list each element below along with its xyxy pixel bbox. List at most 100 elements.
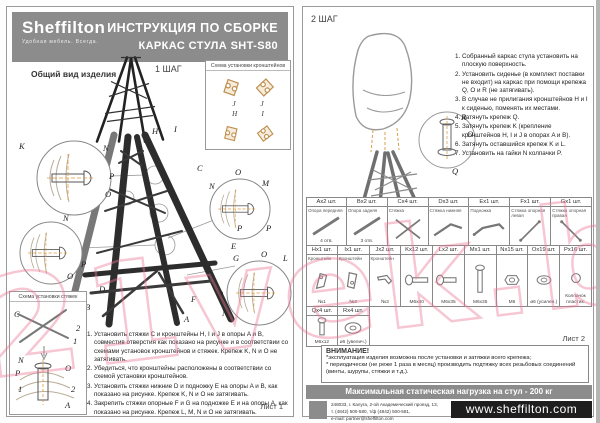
part-code: Rx4 шт. <box>337 307 369 316</box>
part-note <box>510 244 550 245</box>
bracket-label: J <box>232 100 236 108</box>
part-code: Dx3 шт. <box>428 198 469 207</box>
washer-large-icon <box>338 316 369 340</box>
bracket-icons-bottom <box>206 119 290 145</box>
address-line: т. (4842) 500-580, т/ф (4842) 500-581, <box>331 409 411 415</box>
diagram-label: D <box>99 284 106 294</box>
diagram-label: N <box>103 143 109 153</box>
diagram-label: M <box>262 178 270 188</box>
part-note: M6 <box>508 299 516 305</box>
website-bar: www.sheffilton.com <box>451 401 592 418</box>
instruction-sheet-1: Sheffilton Удобная мебель. Всегда. ИНСТР… <box>6 6 294 417</box>
part-note <box>429 244 469 245</box>
part-name: Кронштейн <box>308 256 332 261</box>
part-code: Lx2 шт. <box>433 246 464 255</box>
diagram-label: P <box>218 289 224 299</box>
bracket-label: I <box>261 110 264 118</box>
diagram-label: N <box>18 355 24 365</box>
bracket-scheme-title: Схема установки кронштейнов <box>206 61 290 71</box>
document-title: ИНСТРУКЦИЯ ПО СБОРКЕ КАРКАС СТУЛА SHT-S8… <box>107 21 278 52</box>
diagram-label: R <box>461 112 467 122</box>
diagram-label: I <box>174 124 177 134</box>
instruction-item: 2. Установить сиденье (в комплект постав… <box>455 70 587 95</box>
bracket2-icon <box>338 261 369 300</box>
part-note: Колпачок пластик. <box>565 294 586 305</box>
sheet2-label: Лист 2 <box>562 334 585 343</box>
diagram-label: A <box>65 400 71 410</box>
warning-title: ВНИМАНИЕ! <box>326 348 370 355</box>
address-line: e-mail: partner@sheffilton.com <box>331 416 394 422</box>
instruction-item: 3. В случае не прилигания кронштейнов H … <box>455 96 588 112</box>
instruction-item: 3. Установить стяжки нижние D и подножку… <box>87 382 278 399</box>
nut-icon <box>497 261 528 300</box>
bracket-label: H <box>232 110 238 118</box>
brand-tagline: Удобная мебель. Всегда. <box>22 39 99 45</box>
step1-instructions: 1. Установить стяжки C и кронштейны H, I… <box>87 331 293 418</box>
part-code: Hx1 шт. <box>307 246 337 255</box>
part-cell-G: Gx1 шт. Стяжка опорная правая <box>551 197 592 246</box>
part-name: Опора задняя <box>347 208 378 213</box>
diagram-label: C <box>14 309 20 319</box>
bracket-label: J <box>260 100 264 108</box>
part-note <box>551 244 591 245</box>
part-name: Стяжка опорная правая <box>552 208 587 219</box>
bracket-labels-hi: H I <box>206 109 290 119</box>
sheet1-label: Лист 1 <box>260 402 283 411</box>
instruction-item: 7. Установить на гайки N колпачки P. <box>455 150 563 158</box>
diagram-label: O <box>65 363 72 373</box>
bracket-icons-top <box>206 71 290 99</box>
part-note: M6x40 <box>409 299 424 305</box>
part-cell-H: Hx1 шт. Кронштейн №1 <box>306 246 338 307</box>
diagram-label: O <box>235 167 242 177</box>
general-view-label: Общий вид изделия <box>31 69 117 79</box>
part-code: Bx2 шт. <box>346 198 387 207</box>
diagram-label: G <box>233 253 240 263</box>
support-rear-icon <box>347 213 387 239</box>
part-note: №2 <box>349 299 358 305</box>
step2-label: 2 ШАГ <box>311 14 338 24</box>
bracket-icon <box>223 78 240 97</box>
warning-line: *эксплуатация изделия возможна после уст… <box>326 355 532 361</box>
part-cell-J: Jx2 шт. Кронштейн №3 <box>369 246 402 307</box>
part-cell-R: Rx4 шт. ø6 (увелич.) <box>337 307 370 347</box>
bracket-labels-jj: J J <box>206 99 290 109</box>
instruction-item: 4. Закрепить стяжки опорные F и G на под… <box>87 400 288 416</box>
warning-box: ВНИМАНИЕ! *эксплуатация изделия возможна… <box>321 345 589 383</box>
part-code: Cx4 шт. <box>387 198 428 207</box>
diagram-label: E <box>231 241 237 251</box>
bolt-long-icon <box>465 261 496 300</box>
instruction-item: 2. Убедиться, что кронштейны расположены… <box>87 365 272 381</box>
diagram-label: A <box>184 314 190 324</box>
part-code: Qx4 шт. <box>307 307 337 316</box>
instruction-item: 4. Затянуть крепеж Q. <box>455 114 520 122</box>
parts-table: Ax2 шт. Опора передняя 4 отв. Bx2 шт. Оп… <box>306 197 592 347</box>
diagram-label: P <box>15 368 21 378</box>
diagram-label: O <box>67 271 74 281</box>
instruction-item: 5. Затянуть крепеж K (крепление кронштей… <box>455 123 571 139</box>
diagram-label: P <box>109 171 115 181</box>
diagram-label: B <box>85 302 91 312</box>
diagram-label: O <box>467 129 474 139</box>
general-view-diagram <box>79 51 179 147</box>
part-cell-Q: Qx4 шт. M6x12 <box>306 307 338 347</box>
part-code: Ax2 шт. <box>307 198 346 207</box>
tie-lower-icon <box>429 213 469 244</box>
part-cell-F: Fx1 шт. Стяжка опорная левая <box>510 197 552 246</box>
part-name: Подножка <box>470 208 492 213</box>
part-cell-O: Ox19 шт. ø6 (усилен.) <box>528 246 561 307</box>
brand-name: Sheffilton <box>22 18 106 37</box>
part-name: Стяжка опорная левая <box>511 208 546 219</box>
part-cell-P: Px16 шт. Колпачок пластик. <box>560 246 592 307</box>
instruction-item: 6. Затянуть оставшийся крепеж K и L. <box>455 140 566 148</box>
part-cell-D: Dx3 шт. Стяжка нижняя <box>428 197 470 246</box>
general-view-chair-drawing <box>95 56 165 143</box>
company-logo-square <box>309 401 327 419</box>
address-line: 248033, г. Калуга, 2-ой Академический пр… <box>331 402 438 407</box>
diagram-label: 1 <box>73 336 78 346</box>
bracket-icon <box>224 125 238 142</box>
part-cell-K: Kx12 шт. M6x40 <box>401 246 434 307</box>
part-code: Ex1 шт. <box>469 198 510 207</box>
